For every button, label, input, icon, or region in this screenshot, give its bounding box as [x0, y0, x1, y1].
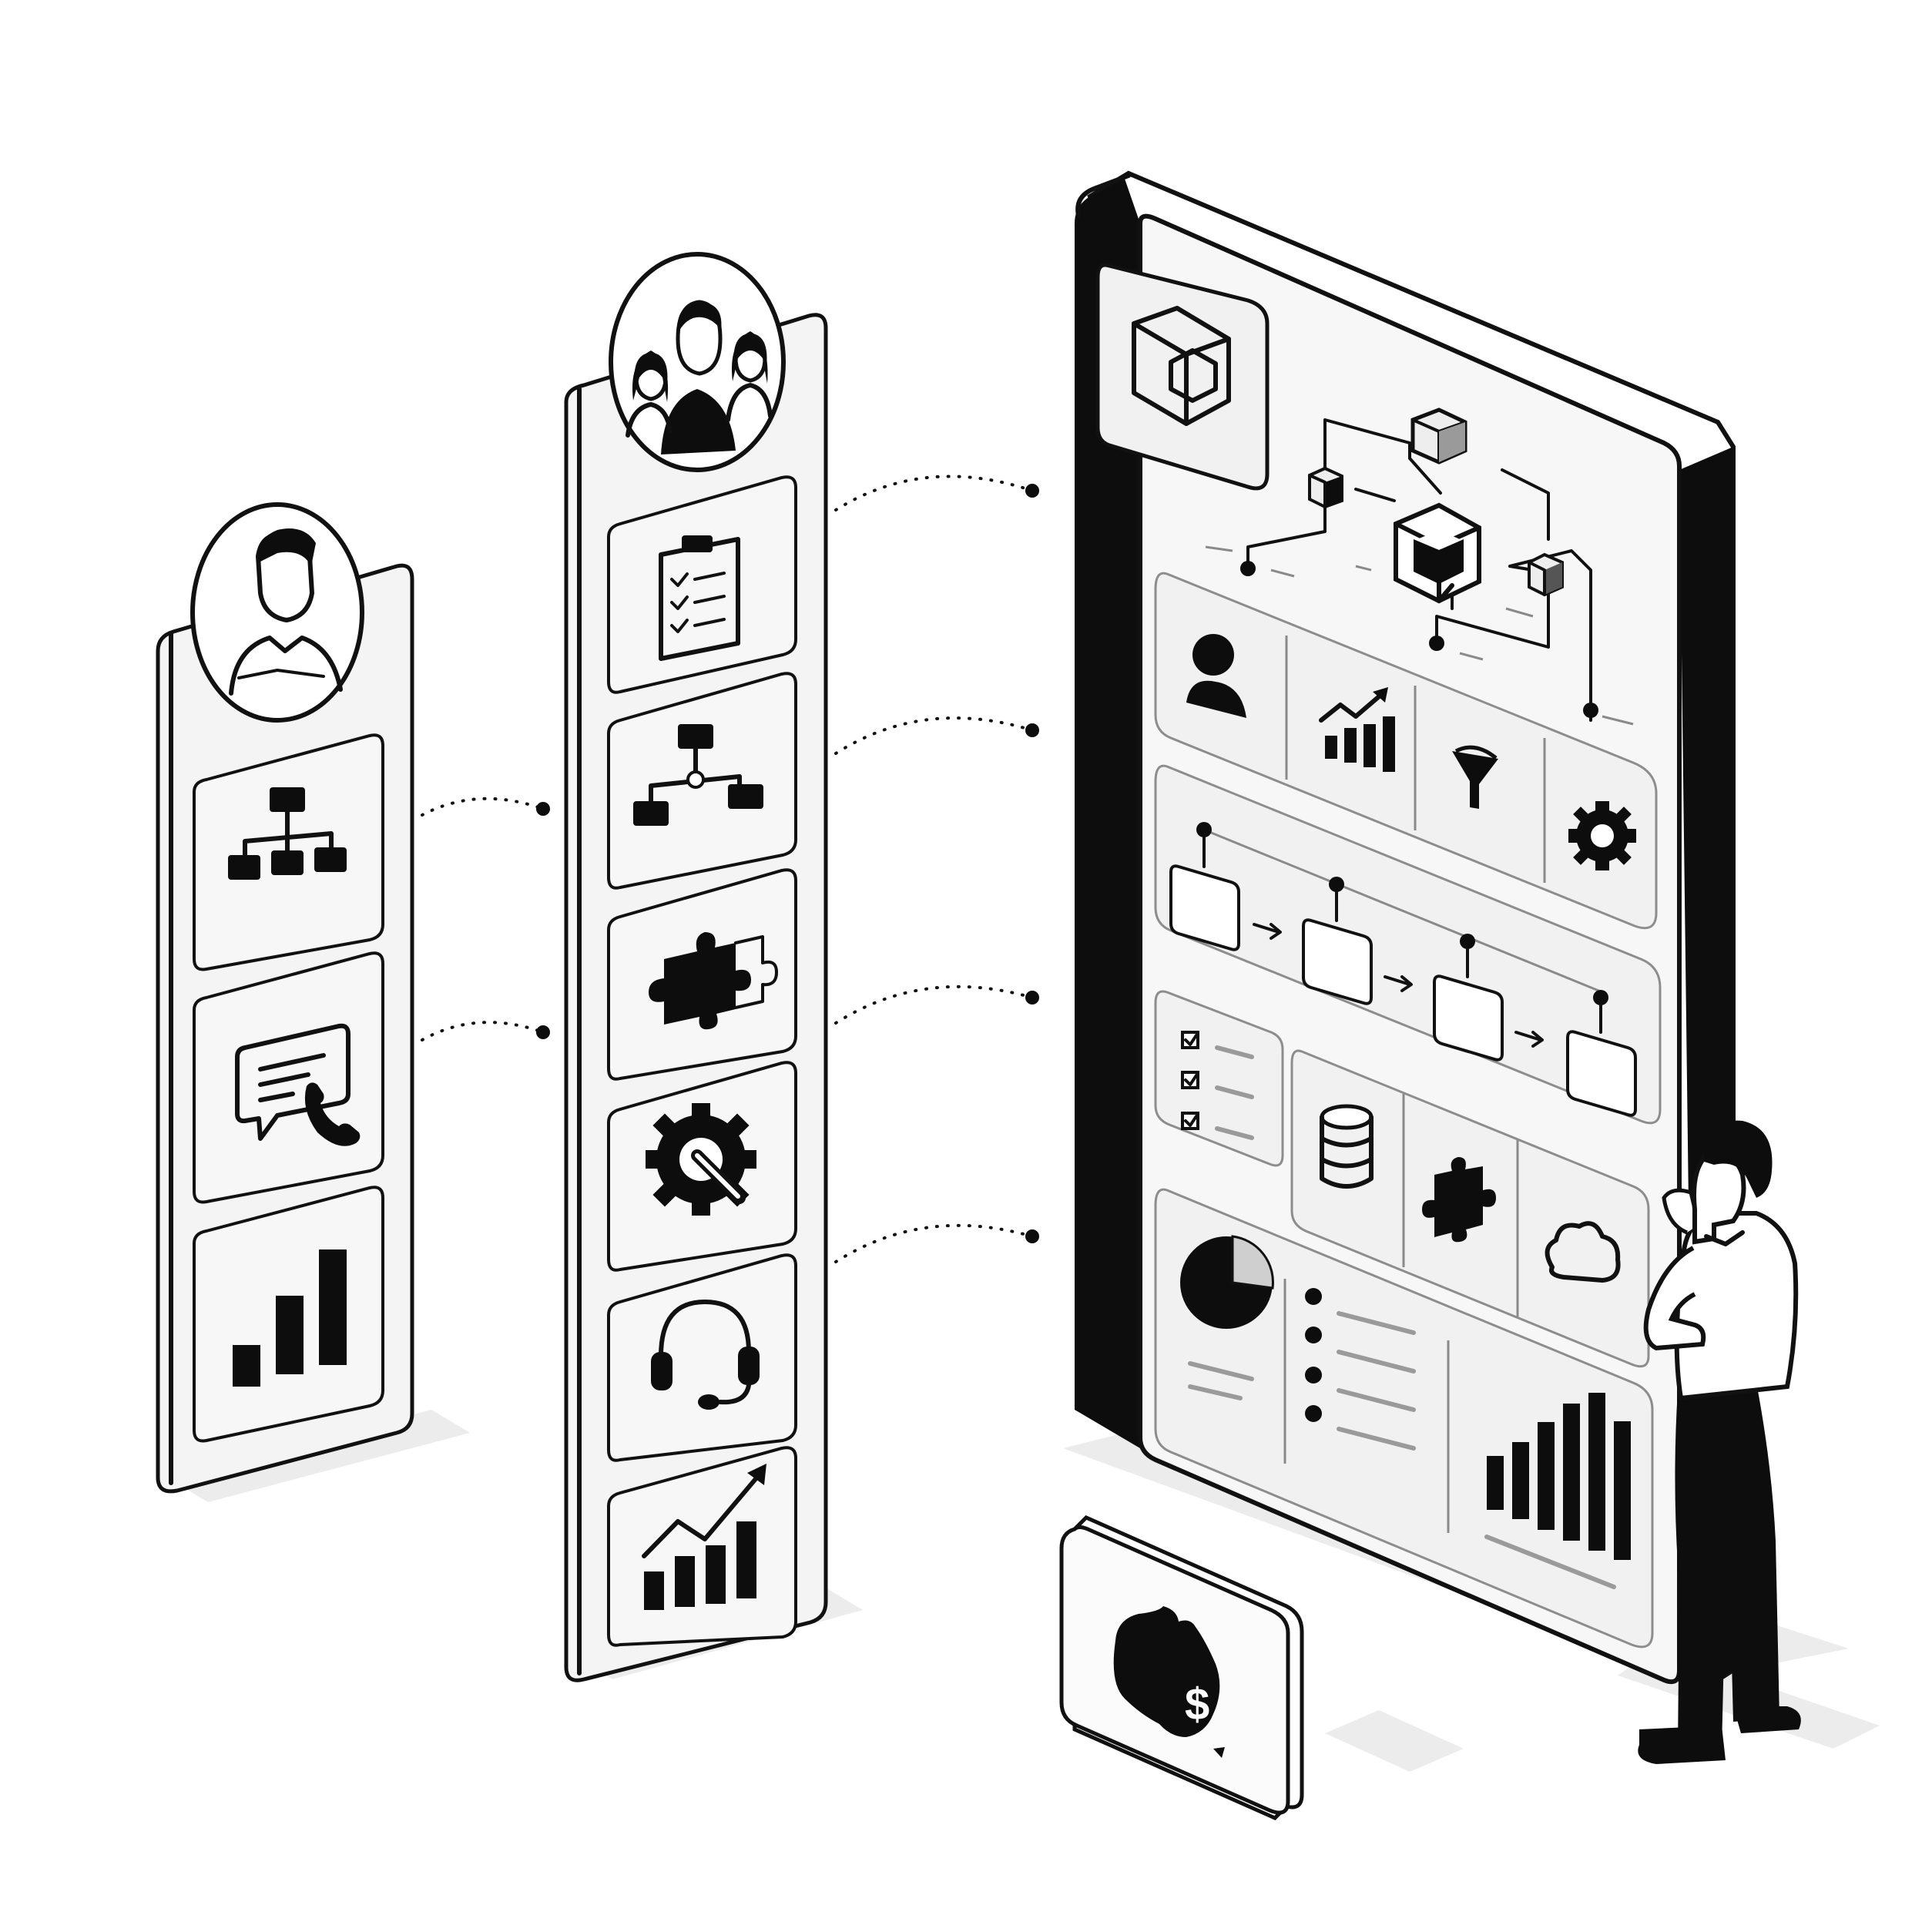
- gear-wrench-icon: [646, 1103, 756, 1216]
- australia-dollar-icon: $: [1113, 1606, 1225, 1758]
- gear-icon: [1568, 801, 1636, 870]
- person-icon: [190, 502, 364, 723]
- org-chart-tile: [193, 733, 384, 971]
- checklist-icon: [1181, 1031, 1254, 1140]
- hierarchy-icon: [633, 724, 763, 826]
- org-chart-icon: [228, 787, 347, 880]
- process-step: [1302, 877, 1373, 1005]
- process-step: [1433, 934, 1504, 1062]
- growth-chart-icon: [642, 1464, 766, 1610]
- dashboard-device: [1075, 170, 1736, 1699]
- bar-chart-icon: [1484, 1393, 1631, 1589]
- user-icon: [1186, 634, 1246, 718]
- middle-column: [564, 252, 828, 1682]
- database-icon: [1320, 1104, 1374, 1189]
- cube-network-icon: [1205, 408, 1634, 726]
- left-column: [156, 502, 414, 1494]
- process-step: [1169, 822, 1240, 951]
- gear-wrench-tile: [607, 1061, 797, 1272]
- floor-tile: $: [1059, 1515, 1304, 1820]
- standing-man: [1638, 1120, 1801, 1764]
- headset-tile: [607, 1253, 797, 1462]
- connectors: [421, 475, 1039, 1263]
- clipboard-tile: [607, 475, 797, 694]
- pie-chart-icon: [1180, 1235, 1274, 1400]
- chat-phone-icon: [235, 1023, 361, 1146]
- chat-phone-tile: [193, 951, 384, 1204]
- process-flow: [1154, 764, 1662, 1125]
- growth-chart-tile: [607, 1446, 797, 1647]
- puzzle-icon: [649, 932, 778, 1030]
- cube-logo-tile: [1095, 263, 1270, 491]
- bar-chart-icon: [233, 1249, 347, 1387]
- bullet-list-icon: [1305, 1288, 1416, 1451]
- hierarchy-tile: [607, 672, 797, 890]
- funnel-icon: [1452, 745, 1498, 809]
- clipboard-checklist-icon: [659, 535, 740, 661]
- headset-icon: [651, 1300, 760, 1410]
- dashboard-row-tools: [1154, 990, 1650, 1368]
- trend-bars-icon: [1319, 687, 1395, 772]
- cube-logo-icon: [1132, 306, 1231, 426]
- dashboard-row-reports: [1154, 1188, 1654, 1649]
- cloud-icon: [1545, 1221, 1621, 1283]
- team-icon: [609, 252, 786, 472]
- svg-text:$: $: [1185, 1679, 1209, 1729]
- dashboard-row-kpis: [1154, 572, 1658, 930]
- bar-chart-tile: [193, 1186, 384, 1443]
- puzzle-tile: [607, 868, 797, 1081]
- puzzle-icon: [1422, 1157, 1496, 1243]
- process-step: [1566, 990, 1637, 1117]
